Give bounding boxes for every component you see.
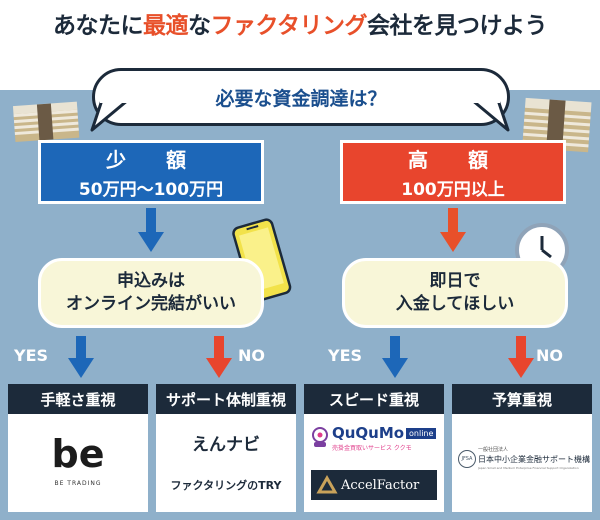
arrow-down-icon [68, 336, 94, 378]
category-card-speed: スピード重視 QuQuMo online 売掛金買取いサービス ククモ Acce… [304, 384, 444, 512]
arrow-down-icon [440, 208, 466, 252]
accelfactor-mark-icon [316, 474, 338, 494]
arrow-down-icon [206, 336, 232, 378]
small-amount-heading: 少 額 [106, 148, 196, 172]
ququmo-logo[interactable]: QuQuMo online 売掛金買取いサービス ククモ [310, 424, 440, 456]
jfsa-en: Japan Small and Medium Enterprise Financ… [478, 466, 579, 470]
accelfactor-logo[interactable]: AccelFactor [311, 470, 437, 500]
bubble-tail [468, 100, 510, 132]
title-part: 最適 [142, 13, 189, 39]
arrow-down-icon [382, 336, 408, 378]
ququmo-badge: online [406, 428, 437, 439]
online-question-line: 申込みは [117, 271, 185, 292]
jfsa-emblem-icon: JFSA [458, 450, 476, 468]
jfsa-logo[interactable]: JFSA 一般社団法人 日本中小企業金融サポート機構 Japan Small a… [452, 414, 592, 512]
card-header: スピード重視 [304, 384, 444, 414]
sameday-question-box: 即日で 入金してほしい [342, 258, 568, 328]
sameday-question-line: 入金してほしい [395, 294, 515, 314]
be-trading-logo[interactable]: be BE TRADING [8, 414, 148, 512]
page-title: あなたに最適なファクタリング会社を見つけよう [0, 6, 600, 42]
be-trading-mark: be [51, 432, 105, 476]
ennavi-logo[interactable]: えんナビ [192, 435, 260, 455]
no-label: NO [536, 346, 563, 365]
money-stack-small-icon [12, 101, 80, 143]
small-amount-box: 少 額 50万円〜100万円 [38, 140, 264, 204]
ququmo-mascot-icon [312, 427, 328, 447]
sameday-question-line: 即日で [429, 271, 481, 292]
arrow-down-icon [508, 336, 534, 378]
try-logo[interactable]: ファクタリングのTRY [170, 479, 282, 492]
online-question-box: 申込みは オンライン完結がいい [38, 258, 264, 328]
accelfactor-name: AccelFactor [341, 477, 420, 493]
arrow-down-icon [138, 208, 164, 252]
large-amount-range: 100万円以上 [401, 180, 505, 200]
question-text: 必要な資金調達は？ [215, 87, 387, 110]
question-bubble: 必要な資金調達は？ [92, 68, 510, 126]
category-card-budget: 予算重視 JFSA 一般社団法人 日本中小企業金融サポート機構 Japan Sm… [452, 384, 592, 512]
title-part: あなたに [52, 13, 144, 39]
category-card-ease: 手軽さ重視 be BE TRADING [8, 384, 148, 512]
card-header: 予算重視 [452, 384, 592, 414]
ququmo-sub: 売掛金買取いサービス ククモ [332, 445, 412, 452]
title-part: ファクタリング [210, 13, 368, 39]
category-card-support: サポート体制重視 えんナビ ファクタリングのTRY [156, 384, 296, 512]
jfsa-name: 日本中小企業金融サポート機構 [478, 455, 590, 464]
ququmo-name: QuQuMo [332, 424, 405, 442]
no-label: NO [238, 346, 265, 365]
card-header: サポート体制重視 [156, 384, 296, 414]
bubble-tail [90, 100, 132, 132]
be-trading-name: BE TRADING [54, 480, 102, 487]
card-header: 手軽さ重視 [8, 384, 148, 414]
large-amount-box: 高 額 100万円以上 [340, 140, 566, 204]
online-question-line: オンライン完結がいい [66, 294, 236, 314]
yes-label: YES [328, 346, 363, 365]
title-part: 会社を見つけよう [367, 13, 548, 39]
large-amount-heading: 高 額 [408, 148, 498, 172]
yes-label: YES [14, 346, 49, 365]
title-part: な [187, 13, 211, 39]
jfsa-small: 一般社団法人 [478, 447, 509, 453]
small-amount-range: 50万円〜100万円 [78, 180, 224, 200]
